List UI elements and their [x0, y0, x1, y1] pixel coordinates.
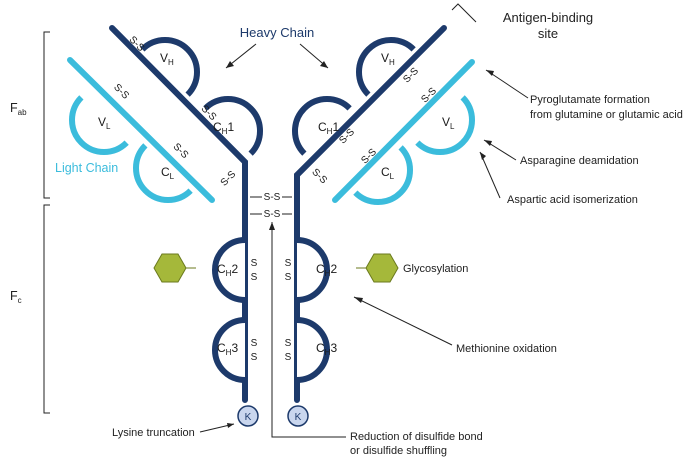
annotation-deamidation: Asparagine deamidation: [483, 139, 639, 167]
annotation-isomerization: Aspartic acid isomerization: [479, 151, 638, 206]
left-cl-label: CL: [161, 165, 175, 181]
ss-left-ch2-top: S: [251, 258, 258, 269]
svg-text:Methionine oxidation: Methionine oxidation: [456, 343, 557, 355]
fc-disulfides: S S S S S S S S: [251, 258, 292, 363]
svg-text:Reduction of disulfide bond: Reduction of disulfide bond: [350, 431, 483, 443]
svg-text:Lysine truncation: Lysine truncation: [112, 427, 195, 439]
glycan-right: [356, 253, 399, 283]
ss-right-vl: S-S: [419, 86, 439, 106]
left-vh-label: VH: [160, 51, 174, 67]
ss-left-ch3-top: S: [251, 338, 258, 349]
ss-left-vh: S-S: [127, 34, 147, 54]
right-cl-label: CL: [381, 165, 395, 181]
fab-label: Fab: [10, 101, 27, 117]
svg-text:from glutamine or glutamic aci: from glutamine or glutamic acid: [530, 109, 683, 121]
ss-left-ch2-bottom: S: [251, 272, 258, 283]
antigen-site-label-2: site: [538, 26, 558, 41]
right-ch3-label: CH3: [316, 341, 337, 357]
svg-text:K: K: [295, 412, 302, 423]
svg-text:Aspartic acid isomerization: Aspartic acid isomerization: [507, 194, 638, 206]
light-chain-label: Light Chain: [55, 161, 118, 175]
lysine-right: K: [287, 405, 309, 427]
heavy-chain-arrows: [225, 43, 329, 69]
left-vl-label: VL: [98, 115, 111, 131]
fab-bracket: [43, 31, 50, 199]
ss-left-hl: S-S: [219, 169, 239, 189]
svg-text:or disulfide shuffling: or disulfide shuffling: [350, 445, 447, 457]
hinge-disulfides: S-S S-S: [250, 192, 292, 220]
fc-bracket: [43, 204, 50, 414]
left-ch2-label: CH2: [217, 262, 238, 278]
annotation-disulfide-reduction: Reduction of disulfide bond or disulfide…: [269, 222, 483, 457]
ss-left-ch3-bottom: S: [251, 352, 258, 363]
right-ch1-label: CH1: [318, 120, 339, 136]
left-light-chain: [67, 57, 215, 203]
ss-right-hl: S-S: [309, 167, 329, 187]
antigen-site-label-1: Antigen-binding: [503, 10, 593, 25]
right-light-chain: [332, 59, 475, 205]
glycan-left: [153, 253, 196, 283]
domain-labels: VH VL CH1 CL CH2 CH3 VH VL CH1 CL CH2 CH…: [98, 51, 455, 357]
annotation-glycosylation: Glycosylation: [403, 263, 468, 275]
svg-text:Asparagine deamidation: Asparagine deamidation: [520, 155, 639, 167]
ss-right-ch2-top: S: [285, 258, 292, 269]
annotation-pyroglutamate: Pyroglutamate formation from glutamine o…: [485, 69, 683, 121]
left-ch3-label: CH3: [217, 341, 238, 357]
annotation-oxidation: Methionine oxidation: [353, 296, 557, 355]
ss-right-ch3-top: S: [285, 338, 292, 349]
right-vl-label: VL: [442, 115, 455, 131]
ss-left-vl: S-S: [111, 82, 131, 102]
left-heavy-chain: [109, 25, 263, 403]
svg-text:K: K: [245, 412, 252, 423]
annotation-lysine-truncation: Lysine truncation: [112, 423, 235, 439]
left-ch1-label: CH1: [213, 120, 234, 136]
svg-text:Pyroglutamate formation: Pyroglutamate formation: [530, 94, 650, 106]
heavy-chain-label: Heavy Chain: [240, 25, 314, 40]
fc-label: Fc: [10, 289, 22, 305]
ss-right-cl: S-S: [359, 147, 379, 167]
right-ch2-label: CH2: [316, 262, 337, 278]
svg-text:Glycosylation: Glycosylation: [403, 263, 468, 275]
hinge-ss-top: S-S: [264, 192, 281, 203]
right-heavy-chain: [292, 25, 447, 403]
right-vh-label: VH: [381, 51, 395, 67]
ss-right-ch3-bottom: S: [285, 352, 292, 363]
ss-right-ch2-bottom: S: [285, 272, 292, 283]
hinge-ss-bottom: S-S: [264, 209, 281, 220]
lysine-left: K: [237, 405, 259, 427]
antigen-site-bracket: [451, 3, 477, 23]
